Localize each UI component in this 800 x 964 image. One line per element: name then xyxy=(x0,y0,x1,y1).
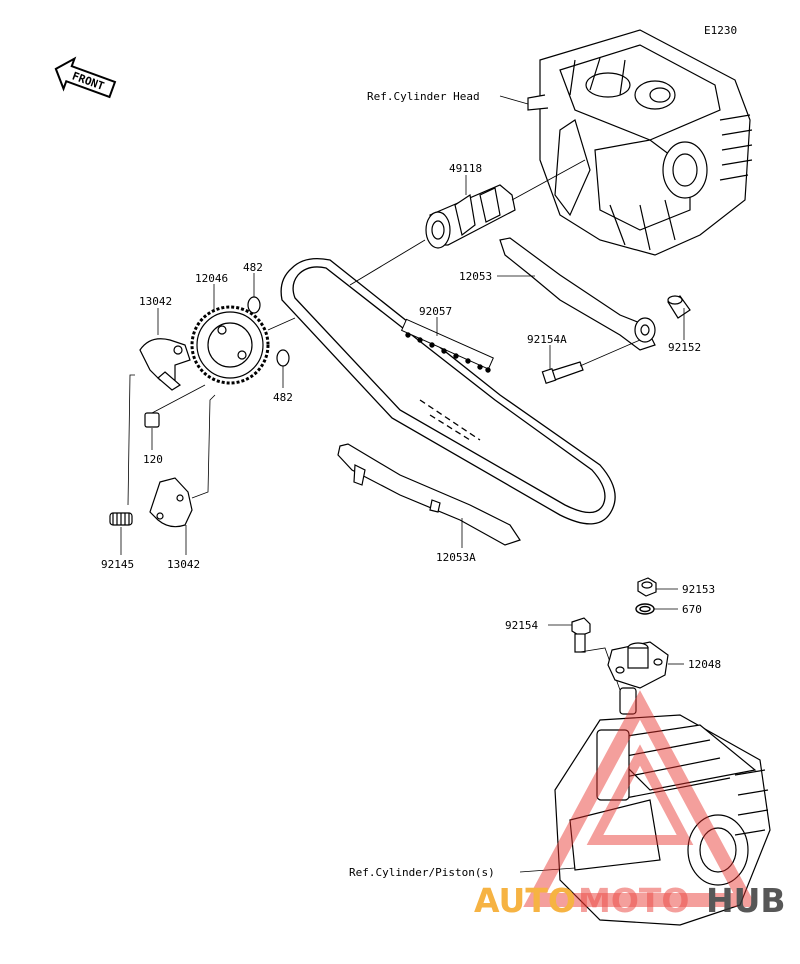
bolt-120 xyxy=(144,384,206,428)
label-ref-cylinder-head: Ref.Cylinder Head xyxy=(367,90,480,103)
watermark-hub: HUB xyxy=(706,881,786,920)
label-92153: 92153 xyxy=(682,583,715,596)
collar-92152 xyxy=(667,295,691,319)
cap-bolt-92153 xyxy=(637,577,657,597)
circlip-482-bottom xyxy=(276,349,290,367)
label-12053a: 12053A xyxy=(436,551,476,564)
label-92154a: 92154A xyxy=(527,333,567,346)
circlip-482-top xyxy=(247,296,261,314)
cylinder-head xyxy=(527,29,753,256)
chain-guide-upper xyxy=(499,237,656,351)
label-92152: 92152 xyxy=(668,341,701,354)
o-ring-670 xyxy=(635,603,655,615)
chain-tensioner xyxy=(607,641,669,715)
weight-13042-top xyxy=(139,338,191,391)
automotohub-watermark: AUTO MOTO HUB xyxy=(474,690,786,920)
label-49118: 49118 xyxy=(449,162,482,175)
label-482-bottom: 482 xyxy=(273,391,293,404)
bolt-92154 xyxy=(571,617,591,653)
chain-links xyxy=(400,318,494,373)
camshaft xyxy=(425,159,586,249)
bolt-92154a xyxy=(541,361,584,385)
label-92057: 92057 xyxy=(419,305,452,318)
watermark-auto: AUTO xyxy=(474,881,576,920)
label-670: 670 xyxy=(682,603,702,616)
diagram-code: E1230 xyxy=(704,24,737,37)
label-ref-cylinder-piston: Ref.Cylinder/Piston(s) xyxy=(349,866,495,879)
cam-sprocket xyxy=(190,305,270,385)
label-13042-bottom: 13042 xyxy=(167,558,200,571)
label-13042-top: 13042 xyxy=(139,295,172,308)
watermark-moto: MOTO xyxy=(578,881,689,920)
front-arrow-icon: FRONT xyxy=(54,56,117,99)
label-92145: 92145 xyxy=(101,558,134,571)
label-12046: 12046 xyxy=(195,272,228,285)
cylinder-block xyxy=(554,714,771,926)
label-12053: 12053 xyxy=(459,270,492,283)
cam-chain xyxy=(280,257,616,525)
label-120: 120 xyxy=(143,453,163,466)
weight-13042-bottom xyxy=(149,477,193,528)
label-92154: 92154 xyxy=(505,619,538,632)
chain-guide-lower xyxy=(337,443,521,546)
label-482-top: 482 xyxy=(243,261,263,274)
spring-92145 xyxy=(109,512,133,526)
label-12048: 12048 xyxy=(688,658,721,671)
